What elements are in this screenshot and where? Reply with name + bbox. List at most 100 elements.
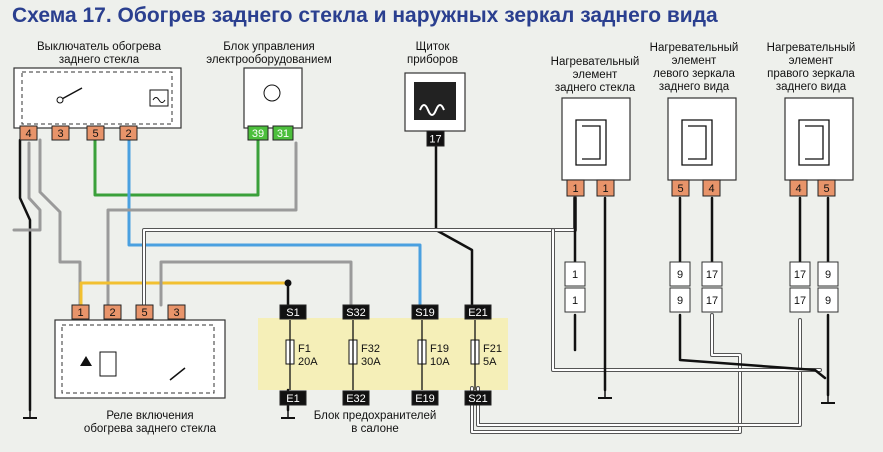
left-mirror-body [667,97,737,181]
connector-left-cell-0 [669,261,691,287]
switch-pin-4-text: 4 [25,128,31,140]
switch-pin-4 [19,125,38,141]
left-mirror-pin-1 [702,179,721,197]
relay-pin-2 [103,304,122,320]
right-mirror-pin-0 [789,179,808,197]
fuse-bottom-pin-E1 [279,390,307,406]
switch-contact [59,87,83,101]
relay-diode [80,356,92,366]
left-mirror-pin-0 [671,179,690,197]
rear-heater-grid [575,119,607,166]
wire-s21-left-mirror-core [471,314,741,433]
right-mirror-pin-1 [817,179,836,197]
connector-left-text-1: 17 [706,269,718,281]
connector-right-cell-0 [789,261,811,287]
wire-relay-rear-heater-core [143,197,576,306]
wire-grey-bcm-relay [106,141,298,307]
wire-switch-pin4 [12,141,42,232]
connector-right-cell-2 [789,287,811,313]
switch-inner [21,71,173,125]
bcm-body [243,67,303,129]
relay-pin-3-text: 3 [173,307,179,319]
rear-heater-pin-0 [566,179,585,197]
right-mirror-grid [798,119,830,166]
right-mirror-pin-1-text: 5 [823,183,829,195]
relay-pin-1 [71,304,90,320]
wire-s21-right-mirror-core [477,319,801,426]
connector-left-cell-1 [701,261,723,287]
wire-switch-pin3 [38,138,82,307]
fuse-rating-F21: 5A [483,356,497,368]
fuse-name-F32: F32 [361,343,380,355]
left-mirror-grid [681,119,713,166]
bcm-pin-39-text: 39 [252,128,264,140]
cluster-heat-wave [419,104,445,116]
right-mirror-body [784,97,854,181]
switch-pin-2-text: 2 [125,128,131,140]
fuse-top-pin-E21 [464,304,492,320]
connector-right-text-0: 17 [794,269,806,281]
wire-switch-ground [18,138,32,412]
wire-rear-bottom-core [552,229,821,371]
connector-rear-text-1: 1 [572,295,578,307]
switch-pin-5-text: 5 [92,128,98,140]
connector-left-cell-3 [701,287,723,313]
connector-left-text-0: 9 [677,269,683,281]
switch-heat-icon [149,89,169,107]
right-mirror-pin-0-text: 4 [795,183,801,195]
relay-pin-3 [167,304,186,320]
relay-coil [99,351,117,377]
wire-grey-relay-s32 [159,260,353,307]
fuse-rating-F19: 10A [430,356,450,368]
rear-heater-body [561,97,631,181]
cluster-pin-17 [426,130,445,147]
connector-rear-text-0: 1 [572,269,578,281]
wire-green-switch-bcm [93,138,260,197]
connector-right-cell-3 [817,287,839,313]
switch-pin-2 [119,125,138,141]
connector-right-text-1: 9 [825,269,831,281]
switch-pin-3 [51,125,70,141]
connector-rear-cell-1 [564,287,586,313]
rear-heater-pin-0-text: 1 [572,183,578,195]
fusebox-body [258,318,508,390]
relay-pin-1-text: 1 [77,307,83,319]
cluster-heat-icon [414,82,456,120]
fuse-name-F19: F19 [430,343,449,355]
fuse-top-pin-S32 [342,304,370,320]
switch-pin-3-text: 3 [57,128,63,140]
fuse-top-pin-E21-text: E21 [468,307,488,319]
fuse-bottom-pin-E32-text: E32 [346,393,366,405]
relay-body [54,319,226,399]
fuse-bottom-pin-E32 [342,390,370,406]
left-mirror-pin-0-text: 5 [677,183,683,195]
fuse-name-F1: F1 [298,343,311,355]
wire-yellow-relay-s1 [79,281,290,307]
switch-pin-5 [86,125,105,141]
fuse-rating-F32: 30A [361,356,381,368]
fuse-rating-F1: 20A [298,356,318,368]
fuse-top-pin-S19 [411,304,439,320]
fuse-top-pin-S1 [279,304,307,320]
page-title: Схема 17. Обогрев заднего стекла и наруж… [12,4,718,27]
rear-heater-pin-1 [596,179,615,197]
connector-left-text-2: 9 [677,295,683,307]
rear-heater-pin-1-text: 1 [602,183,608,195]
bcm-pin-31 [272,125,294,141]
relay-inner [61,324,215,394]
fuse-bottom-pin-E19-text: E19 [415,393,435,405]
fuse-bottom-pin-S21 [464,390,492,406]
wire-cluster-e21 [434,144,474,307]
fuse-bottom-pin-E1-text: E1 [286,393,299,405]
connector-right-cell-1 [817,261,839,287]
wire-s21-right-mirror [476,318,802,427]
